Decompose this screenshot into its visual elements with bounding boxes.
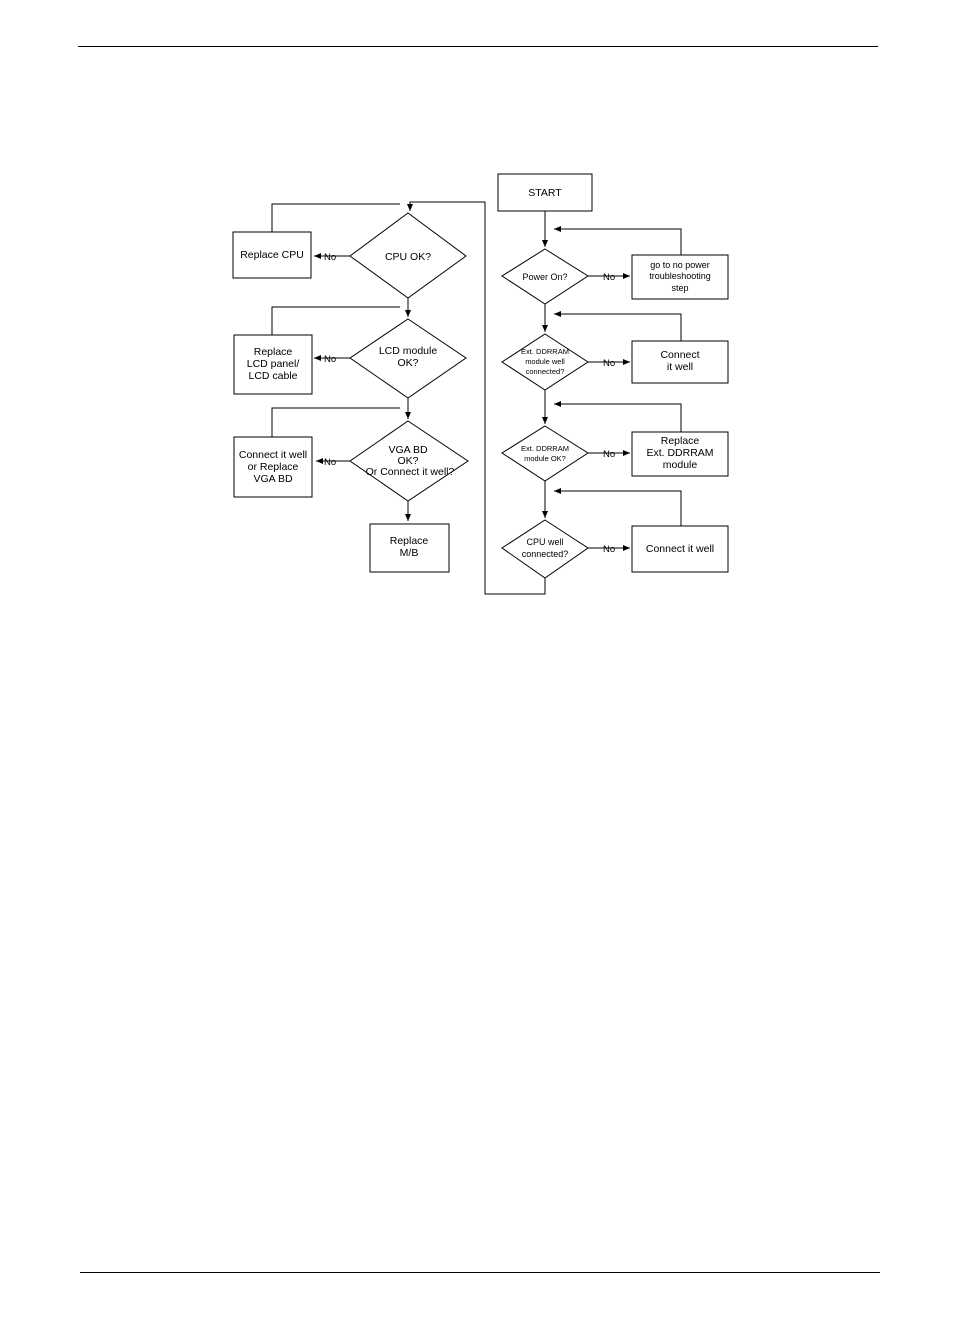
lcd-module-line-1: LCD module <box>379 345 438 357</box>
ext-ddrram-conn-line-2: module well <box>525 357 565 366</box>
connect-or-replace-vga-line-1: Connect it well <box>239 449 307 461</box>
no-label-ext-ddrram-connected: No <box>603 358 615 369</box>
no-label-cpu-well: No <box>603 544 615 555</box>
ext-ddrram-ok-line-1: Ext. DDRRAM <box>521 444 569 453</box>
replace-ext-ddrram-box <box>631 431 729 477</box>
cpu-well-line-2: connected? <box>522 549 569 559</box>
no-power-line-1: go to no power <box>650 260 710 270</box>
vga-bd-line-2: OK? <box>397 455 418 467</box>
no-power-line-3: step <box>671 283 688 293</box>
start-label: START <box>528 187 562 199</box>
replace-mb-line-1: Replace <box>390 535 429 547</box>
replace-ext-ddrram-line-2: Ext. DDRRAM <box>646 447 713 459</box>
vga-bd-line-1: VGA BD <box>388 444 428 456</box>
cpu-ok-label: CPU OK? <box>385 251 431 263</box>
ext-ddrram-conn-line-3: connected? <box>526 367 565 376</box>
connect-or-replace-vga-line-2: or Replace <box>248 461 299 473</box>
replace-lcd-line-3: LCD cable <box>248 370 297 382</box>
connect-or-replace-vga-line-3: VGA BD <box>253 473 293 485</box>
ext-ddrram-ok-line-2: module OK? <box>524 454 566 463</box>
no-label-cpu-ok: No <box>324 252 336 263</box>
ext-ddrram-conn-line-1: Ext. DDRRAM <box>521 347 569 356</box>
replace-mb-line-2: M/B <box>400 547 419 559</box>
replace-ext-ddrram-line-1: Replace <box>661 435 700 447</box>
connect-it-well-2-label: Connect it well <box>646 543 714 555</box>
start-box <box>497 173 593 212</box>
connect-it-well-box-1 <box>631 340 729 384</box>
power-on-label: Power On? <box>522 272 567 282</box>
connect-it-well-1-line-2: it well <box>667 361 693 373</box>
lcd-module-line-2: OK? <box>397 357 418 369</box>
no-label-vga-bd: No <box>324 457 336 468</box>
no-power-step-box <box>631 254 729 300</box>
no-label-power-on: No <box>603 272 615 283</box>
no-label-lcd-module: No <box>324 354 336 365</box>
no-label-ext-ddrram-ok: No <box>603 449 615 460</box>
connect-it-well-box-2 <box>631 525 729 573</box>
connect-or-replace-vga-box <box>233 436 313 498</box>
replace-ext-ddrram-line-3: module <box>663 459 698 471</box>
replace-mb-box <box>369 523 450 573</box>
header-rule <box>78 46 878 47</box>
cpu-well-line-1: CPU well <box>526 537 563 547</box>
replace-lcd-line-1: Replace <box>254 346 293 358</box>
footer-rule <box>80 1272 880 1273</box>
connect-it-well-1-line-1: Connect <box>660 349 699 361</box>
no-power-line-2: troubleshooting <box>649 271 711 281</box>
replace-lcd-line-2: LCD panel/ <box>247 358 300 370</box>
vga-bd-line-3: Or Connect it well? <box>366 466 455 478</box>
replace-cpu-label: Replace CPU <box>240 249 304 261</box>
replace-lcd-box <box>233 334 313 395</box>
